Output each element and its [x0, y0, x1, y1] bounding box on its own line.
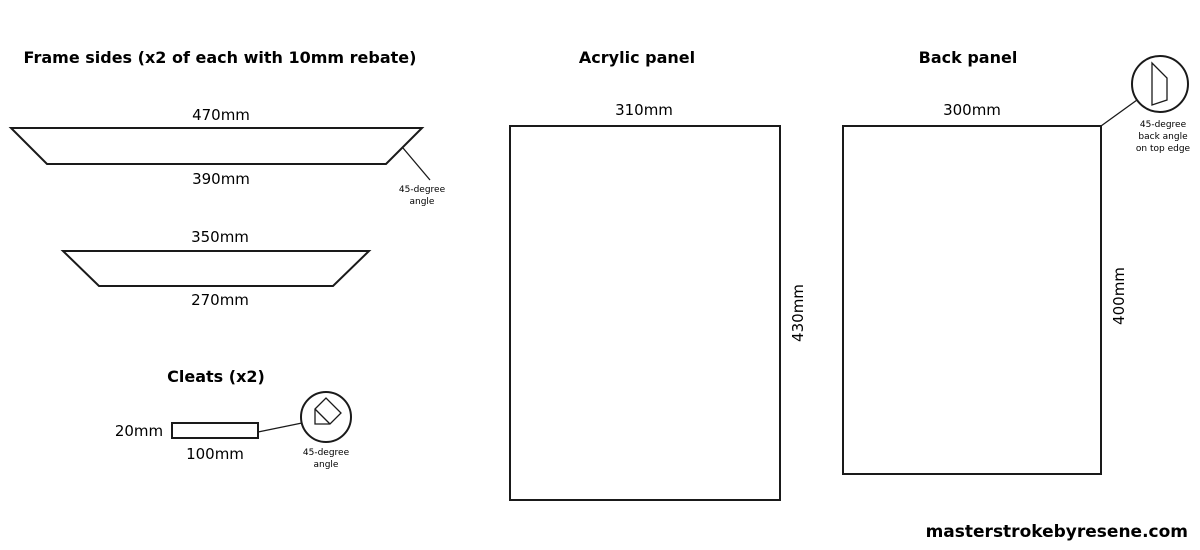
acrylic-width-dimension: 310mm: [615, 101, 673, 119]
cleat-cut-line: [314, 408, 331, 425]
short-side-bottom-dimension: 270mm: [191, 291, 249, 309]
long-side-top-dimension: 470mm: [192, 106, 250, 124]
back-angle-profile-icon: [1151, 61, 1168, 106]
back-panel-detail-leader: [1100, 99, 1138, 127]
frame-sides-title: Frame sides (x2 of each with 10mm rebate…: [24, 48, 417, 67]
back-angle-note-line2: back angle: [1138, 132, 1188, 142]
cleat-width-dimension: 100mm: [186, 445, 244, 463]
cleat-angle-note-line2: angle: [314, 460, 339, 470]
back-angle-note-line1: 45-degree: [1140, 120, 1187, 130]
long-frame-side: [8, 127, 425, 165]
back-panel-height-dimension: 400mm: [1110, 267, 1128, 325]
cleat-height-dimension: 20mm: [115, 422, 163, 440]
cleat-angle-note-line1: 45-degree: [303, 448, 350, 458]
back-panel-width-dimension: 300mm: [943, 101, 1001, 119]
cleat: [171, 422, 259, 439]
acrylic-height-dimension: 430mm: [789, 284, 807, 342]
back-angle-note-line3: on top edge: [1136, 144, 1191, 154]
acrylic-panel-title: Acrylic panel: [579, 48, 695, 67]
back-panel-title: Back panel: [919, 48, 1018, 67]
long-side-bottom-dimension: 390mm: [192, 170, 250, 188]
cleat-profile-icon: [314, 397, 342, 425]
frame-angle-note-line2: angle: [410, 197, 435, 207]
frame-angle-leader: [402, 147, 431, 181]
frame-angle-note-line1: 45-degree: [399, 185, 446, 195]
back-panel-detail-circle: [1131, 55, 1189, 113]
back-panel: [842, 125, 1102, 475]
short-side-top-dimension: 350mm: [191, 228, 249, 246]
cleat-detail-circle: [300, 391, 352, 443]
cleats-title: Cleats (x2): [167, 367, 265, 386]
footer-website: masterstrokebyresene.com: [926, 522, 1188, 542]
cleat-detail-leader: [257, 422, 303, 433]
short-frame-side: [60, 250, 372, 287]
acrylic-panel: [509, 125, 781, 501]
